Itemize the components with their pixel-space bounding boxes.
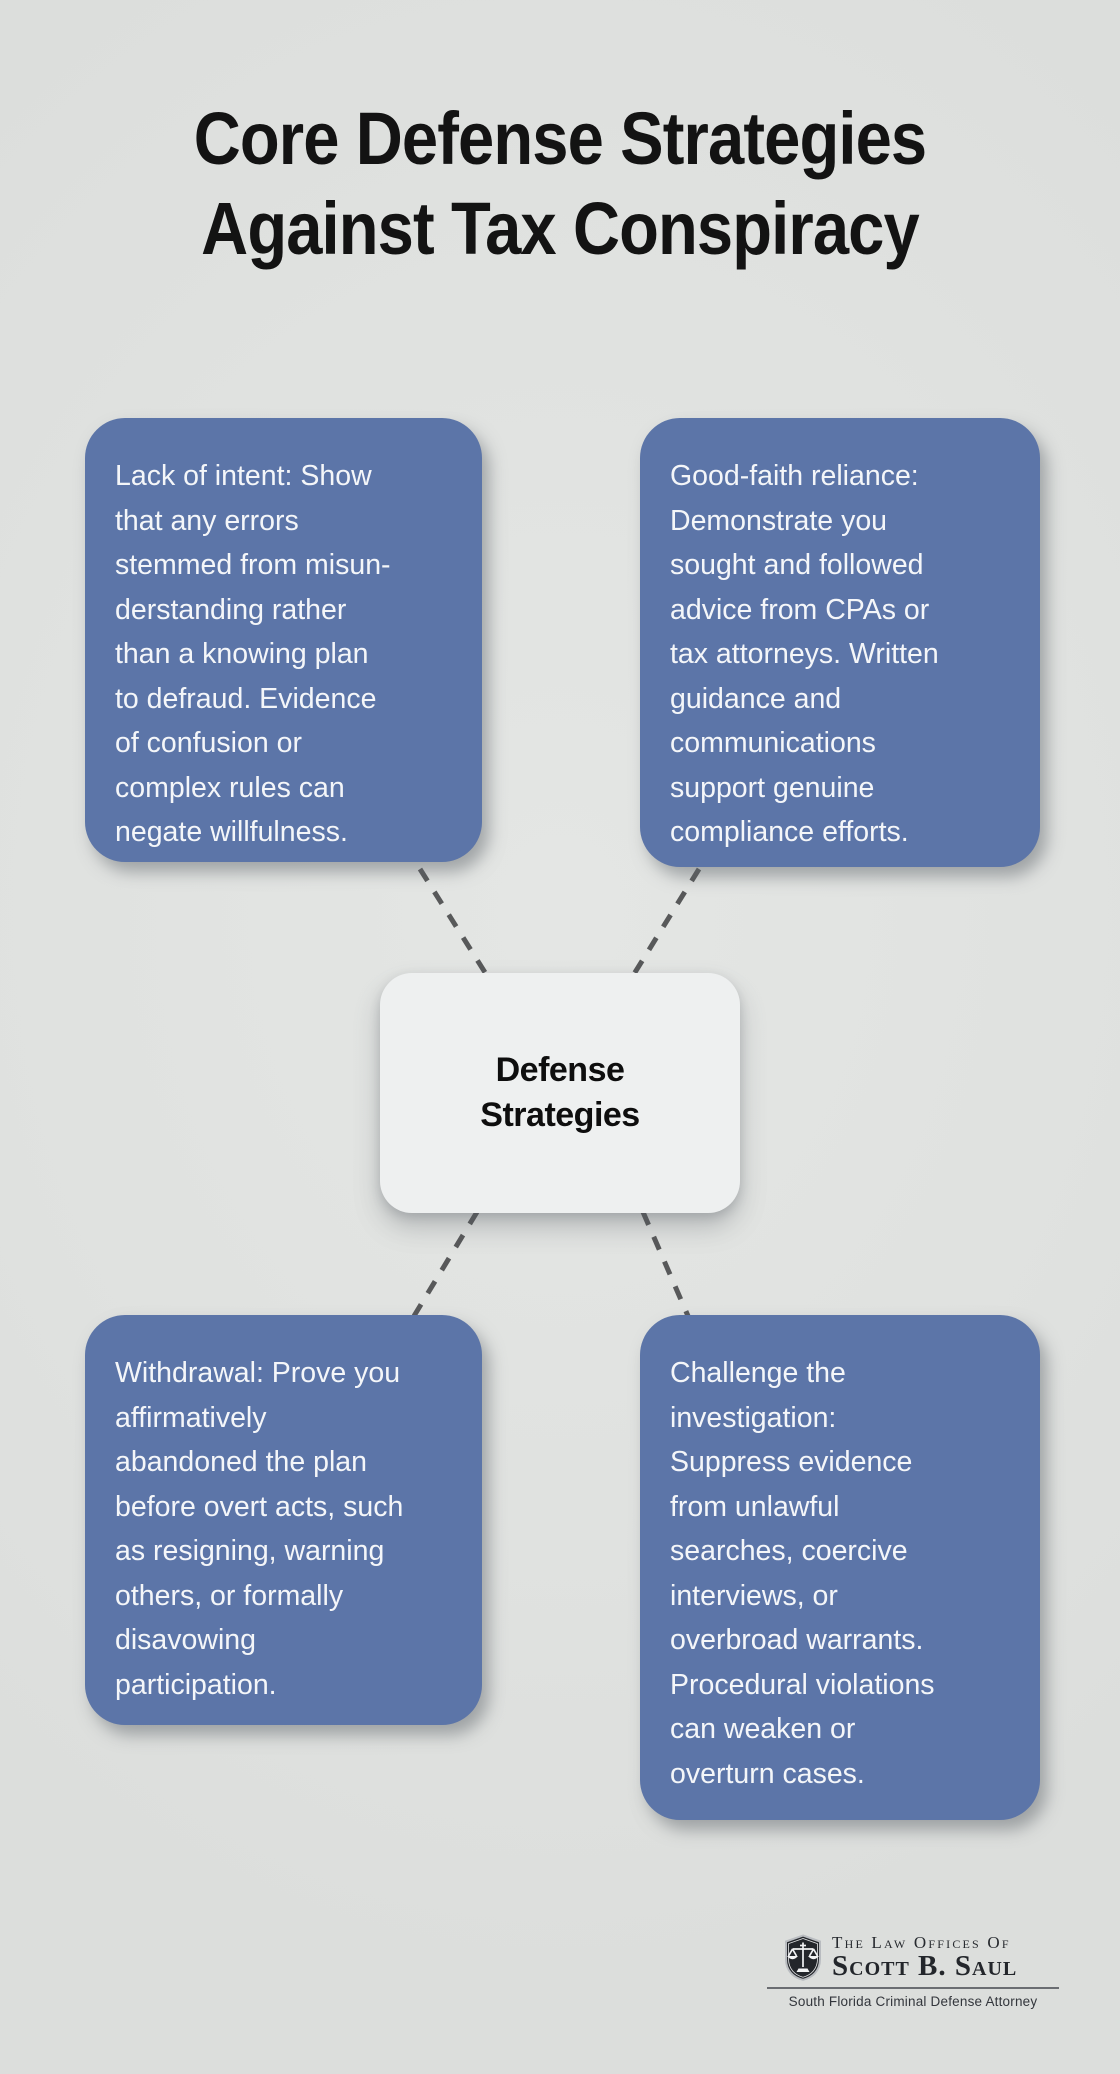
scales-of-justice-shield-icon bbox=[785, 1933, 821, 1981]
strategy-box-lack-of-intent: Lack of intent: Show that any errors ste… bbox=[85, 418, 482, 862]
connector-bottom-right bbox=[640, 1211, 691, 1317]
law-firm-logo: The Law Offices Of Scott B. Saul South F… bbox=[767, 1933, 1059, 2009]
logo-row: The Law Offices Of Scott B. Saul bbox=[767, 1933, 1059, 1981]
connector-top-left bbox=[417, 867, 489, 976]
strategy-box-withdrawal: Withdrawal: Prove you affirmatively aban… bbox=[85, 1315, 482, 1725]
page-title-line-1: Core Defense Strategies bbox=[193, 97, 927, 180]
connector-top-right bbox=[631, 867, 702, 976]
center-node: Defense Strategies bbox=[380, 973, 740, 1213]
strategy-text-challenge-investigation: Challenge the investigation: Suppress ev… bbox=[670, 1357, 935, 1790]
logo-firm-line: The Law Offices Of bbox=[832, 1933, 1011, 1952]
logo-name-line: Scott B. Saul bbox=[832, 1950, 1018, 1982]
connector-bottom-left bbox=[411, 1210, 480, 1318]
strategy-box-challenge-investigation: Challenge the investigation: Suppress ev… bbox=[640, 1315, 1040, 1820]
strategy-text-withdrawal: Withdrawal: Prove you affirmatively aban… bbox=[115, 1357, 404, 1701]
strategy-text-lack-of-intent: Lack of intent: Show that any errors ste… bbox=[115, 460, 391, 848]
strategy-text-good-faith-reliance: Good-faith reliance: Demonstrate you sou… bbox=[670, 460, 939, 848]
page-title-line-2: Against Tax Conspiracy bbox=[201, 187, 920, 270]
logo-divider bbox=[767, 1987, 1059, 1989]
logo-tagline: South Florida Criminal Defense Attorney bbox=[788, 1993, 1038, 2009]
page-title: Core Defense Strategies Against Tax Cons… bbox=[0, 94, 1120, 274]
center-node-label: Defense Strategies bbox=[480, 1051, 640, 1134]
logo-text-block: The Law Offices Of Scott B. Saul bbox=[832, 1933, 1017, 1981]
strategy-box-good-faith-reliance: Good-faith reliance: Demonstrate you sou… bbox=[640, 418, 1040, 867]
